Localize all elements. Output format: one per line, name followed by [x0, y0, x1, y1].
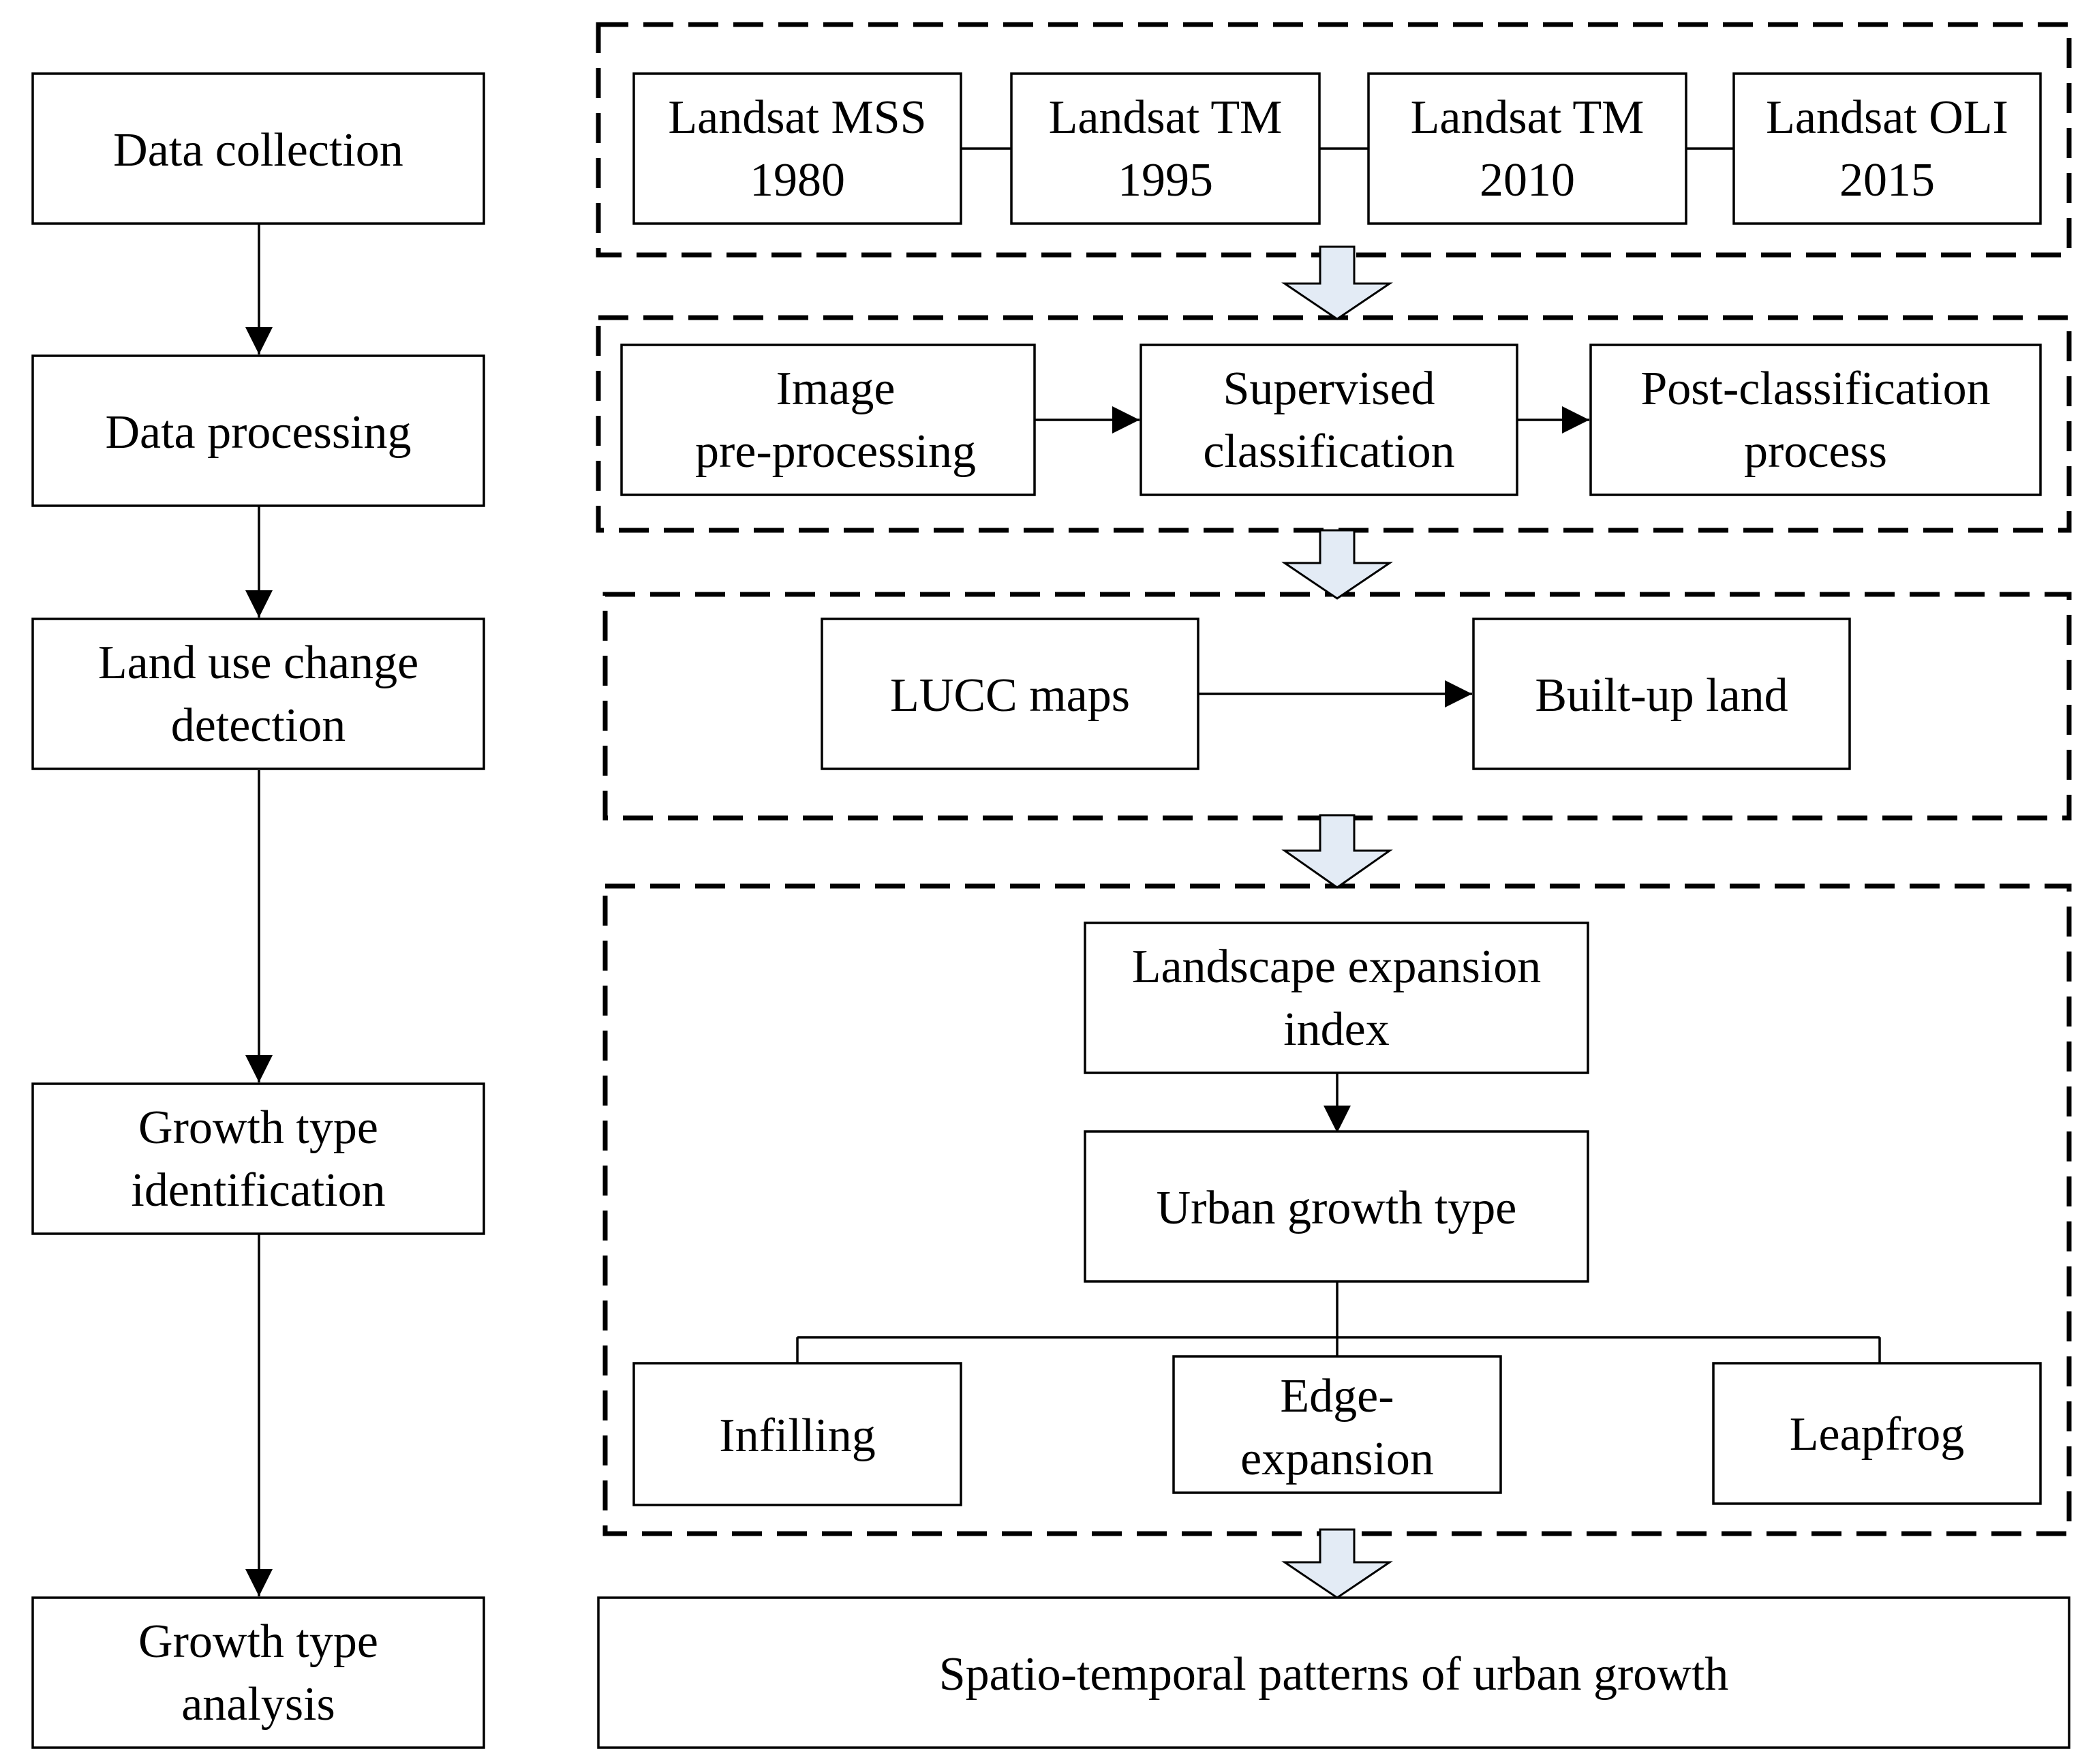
- landsat-tm-1995-label: Landsat TM: [1049, 91, 1283, 144]
- growth-identification-box: Growth type identification: [31, 1082, 485, 1235]
- landsat-tm-1995-box: Landsat TM 1995: [1010, 72, 1321, 225]
- change-detection-box: Land use change detection: [31, 618, 485, 770]
- edge-expansion-label-line-1: Edge-: [1280, 1370, 1394, 1423]
- post-classification-box: Post-classification process: [1589, 344, 2042, 496]
- landsat-tm-2010-year: 2010: [1480, 154, 1575, 207]
- supervised-classification-label-line-1: Supervised: [1223, 363, 1435, 415]
- urban-growth-type-label: Urban growth type: [1157, 1182, 1517, 1234]
- landsat-mss-label: Landsat MSS: [668, 91, 926, 144]
- lei-label-line-2: index: [1283, 1003, 1390, 1056]
- leapfrog-label: Leapfrog: [1790, 1408, 1965, 1461]
- growth-analysis-box: Growth type analysis: [31, 1596, 485, 1749]
- supervised-classification-box: Supervised classification: [1140, 344, 1518, 496]
- lucc-maps-label: LUCC maps: [890, 669, 1130, 722]
- post-classification-label-line-2: process: [1744, 425, 1887, 478]
- data-collection-box: Data collection: [31, 72, 485, 225]
- growth-identification-label-line-2: identification: [131, 1164, 385, 1217]
- growth-analysis-label-line-1: Growth type: [138, 1615, 378, 1668]
- growth-analysis-label-line-2: analysis: [181, 1678, 335, 1731]
- landsat-mss-1980-box: Landsat MSS 1980: [632, 72, 962, 225]
- landsat-oli-2015-box: Landsat OLI 2015: [1732, 72, 2042, 225]
- urban-growth-type-box: Urban growth type: [1084, 1130, 1589, 1283]
- spatio-temporal-patterns-label: Spatio-temporal patterns of urban growth: [939, 1648, 1729, 1701]
- landsat-mss-year: 1980: [750, 154, 845, 207]
- landsat-tm-2010-box: Landsat TM 2010: [1367, 72, 1687, 225]
- landsat-oli-year: 2015: [1839, 154, 1935, 207]
- data-processing-box: Data processing: [31, 354, 485, 507]
- infilling-box: Infilling: [632, 1362, 962, 1506]
- built-up-land-box: Built-up land: [1472, 618, 1851, 770]
- post-classification-label-line-1: Post-classification: [1640, 363, 1990, 415]
- image-preprocessing-label-line-1: Image: [776, 363, 896, 415]
- landscape-expansion-index-box: Landscape expansion index: [1084, 922, 1589, 1074]
- image-preprocessing-label-line-2: pre-processing: [695, 425, 976, 478]
- landsat-tm-1995-year: 1995: [1118, 154, 1213, 207]
- hollow-arrow-2: [1281, 529, 1393, 600]
- supervised-classification-label-line-2: classification: [1203, 425, 1454, 478]
- lucc-maps-box: LUCC maps: [821, 618, 1199, 770]
- change-detection-label-line-2: detection: [171, 699, 346, 752]
- landsat-oli-label: Landsat OLI: [1766, 91, 2008, 144]
- lei-label-line-1: Landscape expansion: [1132, 941, 1542, 993]
- image-preprocessing-box: Image pre-processing: [620, 344, 1036, 496]
- hollow-arrow-1: [1281, 245, 1393, 320]
- leapfrog-box: Leapfrog: [1712, 1362, 2042, 1505]
- landsat-tm-2010-label: Landsat TM: [1411, 91, 1645, 144]
- data-collection-label: Data collection: [113, 124, 403, 177]
- spatio-temporal-patterns-box: Spatio-temporal patterns of urban growth: [597, 1596, 2070, 1749]
- infilling-label: Infilling: [719, 1410, 875, 1462]
- growth-identification-label-line-1: Growth type: [138, 1101, 378, 1154]
- hollow-arrow-4: [1281, 1528, 1393, 1599]
- data-processing-label: Data processing: [105, 406, 411, 459]
- hollow-arrow-3: [1281, 814, 1393, 889]
- built-up-land-label: Built-up land: [1535, 669, 1788, 722]
- change-detection-label-line-1: Land use change: [98, 637, 418, 689]
- tree-connector: [796, 1281, 1881, 1363]
- edge-expansion-label-line-2: expansion: [1240, 1433, 1434, 1485]
- edge-expansion-box: Edge- expansion: [1172, 1355, 1502, 1494]
